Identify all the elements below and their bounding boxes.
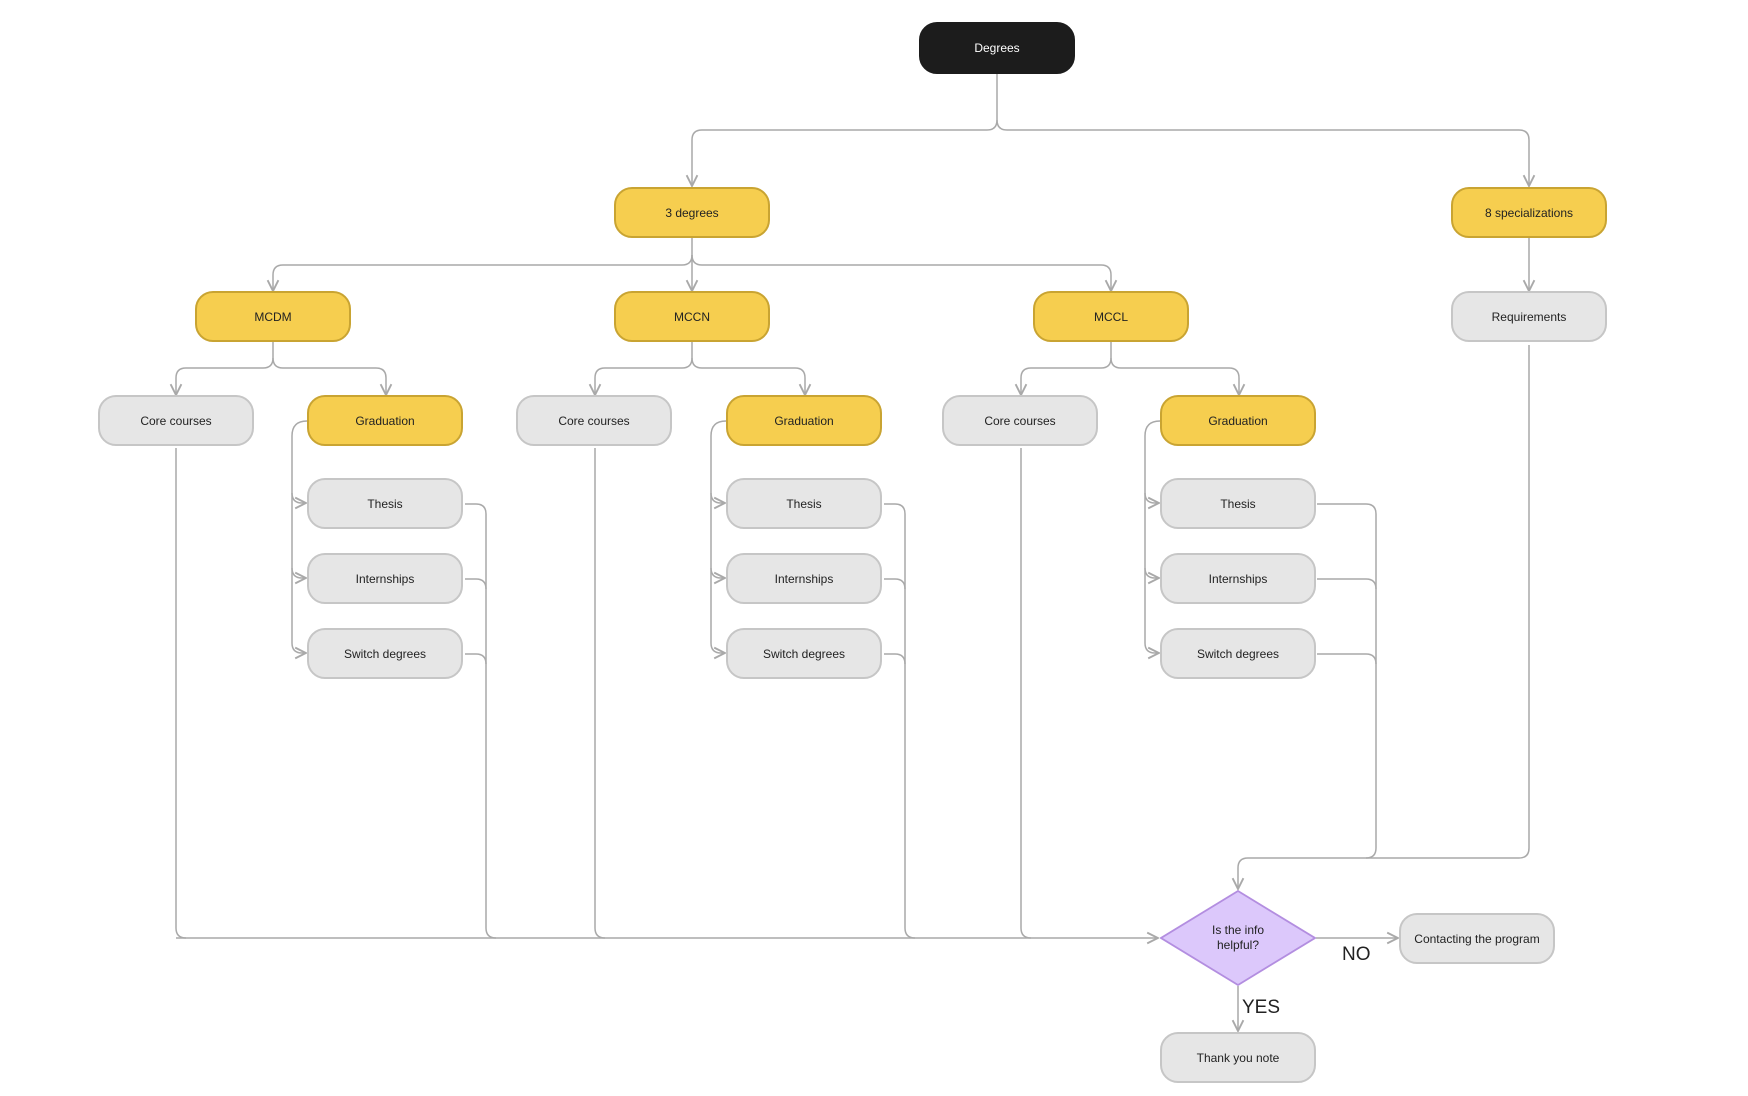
connector-mccn-graduation-to-switch — [710, 568, 725, 653]
connector-mcdm-core-down — [175, 448, 187, 939]
mccn-core-courses-label: Core courses — [558, 413, 630, 428]
mccl-node[interactable]: MCCL — [1033, 291, 1189, 342]
connector-mccn-graduation-to-thesis — [710, 420, 726, 503]
connector-mcdm-graduation-to-thesis — [291, 420, 307, 503]
connector-mcdm-switch-out — [465, 653, 487, 665]
degrees-label: Degrees — [974, 41, 1020, 55]
degrees-node[interactable]: Degrees — [919, 22, 1075, 74]
connector-mccn-switch-out — [884, 653, 906, 665]
mccl-graduation-node[interactable]: Graduation — [1160, 395, 1316, 446]
yes-edge-label: YES — [1242, 997, 1281, 1018]
decision-label: Is the info helpful? — [1211, 923, 1265, 952]
connector-mcdm-graduation-to-internships — [291, 493, 306, 578]
connector-degrees-to-3-degrees — [692, 74, 998, 186]
mccn-internships-label: Internships — [774, 571, 834, 586]
connector-mccn-internships-out — [884, 578, 906, 590]
thank-you-note-node[interactable]: Thank you note — [1160, 1032, 1316, 1083]
three-degrees-node[interactable]: 3 degrees — [614, 187, 770, 238]
mccl-switch-degrees-node[interactable]: Switch degrees — [1160, 628, 1316, 679]
mccl-thesis-node[interactable]: Thesis — [1160, 478, 1316, 529]
requirements-label: Requirements — [1491, 309, 1567, 324]
contacting-program-node[interactable]: Contacting the program — [1399, 913, 1555, 964]
mcdm-switch-degrees-node[interactable]: Switch degrees — [307, 628, 463, 679]
connector-mccn-to-core — [595, 342, 693, 395]
mccn-node[interactable]: MCCN — [614, 291, 770, 342]
mccl-internships-node[interactable]: Internships — [1160, 553, 1316, 604]
mccl-switch-degrees-label: Switch degrees — [1196, 646, 1280, 661]
connector-mccn-thesis-out — [884, 503, 916, 939]
mccn-switch-degrees-node[interactable]: Switch degrees — [726, 628, 882, 679]
connector-3-degrees-to-mccl — [691, 254, 1111, 291]
mccl-internships-label: Internships — [1208, 571, 1268, 586]
connector-mccl-graduation-to-thesis — [1144, 420, 1160, 503]
mcdm-switch-degrees-label: Switch degrees — [343, 646, 427, 661]
mcdm-internships-label: Internships — [355, 571, 415, 586]
connector-mccl-core-down — [1020, 448, 1032, 939]
connector-mcdm-to-core — [176, 342, 274, 395]
connector-mcdm-to-graduation — [272, 357, 386, 395]
mccn-internships-node[interactable]: Internships — [726, 553, 882, 604]
mccn-graduation-label: Graduation — [774, 413, 834, 428]
connector-mccl-graduation-to-internships — [1144, 493, 1159, 578]
connector-mcdm-internships-out — [465, 578, 487, 590]
mccn-core-courses-node[interactable]: Core courses — [516, 395, 672, 446]
requirements-node[interactable]: Requirements — [1451, 291, 1607, 342]
mccl-thesis-label: Thesis — [1220, 496, 1256, 511]
mcdm-graduation-node[interactable]: Graduation — [307, 395, 463, 446]
thank-you-note-label: Thank you note — [1196, 1050, 1280, 1065]
specializations-node[interactable]: 8 specializations — [1451, 187, 1607, 238]
mccn-thesis-label: Thesis — [786, 496, 822, 511]
mcdm-thesis-label: Thesis — [367, 496, 403, 511]
connector-mcdm-graduation-to-switch — [291, 568, 306, 653]
mcdm-node[interactable]: MCDM — [195, 291, 351, 342]
mccl-core-courses-label: Core courses — [984, 413, 1056, 428]
mccn-switch-degrees-label: Switch degrees — [762, 646, 846, 661]
decision-node[interactable]: Is the info helpful? — [1160, 890, 1316, 986]
contacting-program-label: Contacting the program — [1414, 931, 1540, 946]
connector-degrees-to-8-specializations — [996, 119, 1529, 186]
connector-3-degrees-to-mcdm — [273, 238, 693, 291]
no-edge-label: NO — [1342, 944, 1371, 965]
connector-mccl-to-graduation — [1110, 357, 1239, 395]
mccn-graduation-node[interactable]: Graduation — [726, 395, 882, 446]
connector-mccl-thesis-out — [1317, 503, 1377, 859]
connector-mccl-to-core — [1021, 342, 1112, 395]
decision-diamond-shape — [1160, 890, 1316, 986]
mcdm-core-courses-label: Core courses — [140, 413, 212, 428]
mcdm-thesis-node[interactable]: Thesis — [307, 478, 463, 529]
three-degrees-label: 3 degrees — [665, 205, 719, 220]
mccn-label: MCCN — [674, 309, 710, 324]
mccl-label: MCCL — [1093, 309, 1128, 324]
connector-mccn-graduation-to-internships — [710, 493, 725, 578]
connector-mccn-to-graduation — [691, 357, 805, 395]
connector-mcdm-thesis-out — [465, 503, 497, 939]
connector-requirements-down — [1238, 345, 1530, 889]
mcdm-label: MCDM — [254, 309, 292, 324]
connector-mccl-switch-out — [1317, 653, 1377, 665]
mcdm-internships-node[interactable]: Internships — [307, 553, 463, 604]
connector-mccn-core-down — [594, 448, 606, 939]
mcdm-graduation-label: Graduation — [355, 413, 415, 428]
mccl-graduation-label: Graduation — [1208, 413, 1268, 428]
specializations-label: 8 specializations — [1484, 205, 1574, 220]
mccl-core-courses-node[interactable]: Core courses — [942, 395, 1098, 446]
mcdm-core-courses-node[interactable]: Core courses — [98, 395, 254, 446]
connector-mccl-internships-out — [1317, 578, 1377, 590]
mccn-thesis-node[interactable]: Thesis — [726, 478, 882, 529]
connector-mccl-graduation-to-switch — [1144, 568, 1159, 653]
